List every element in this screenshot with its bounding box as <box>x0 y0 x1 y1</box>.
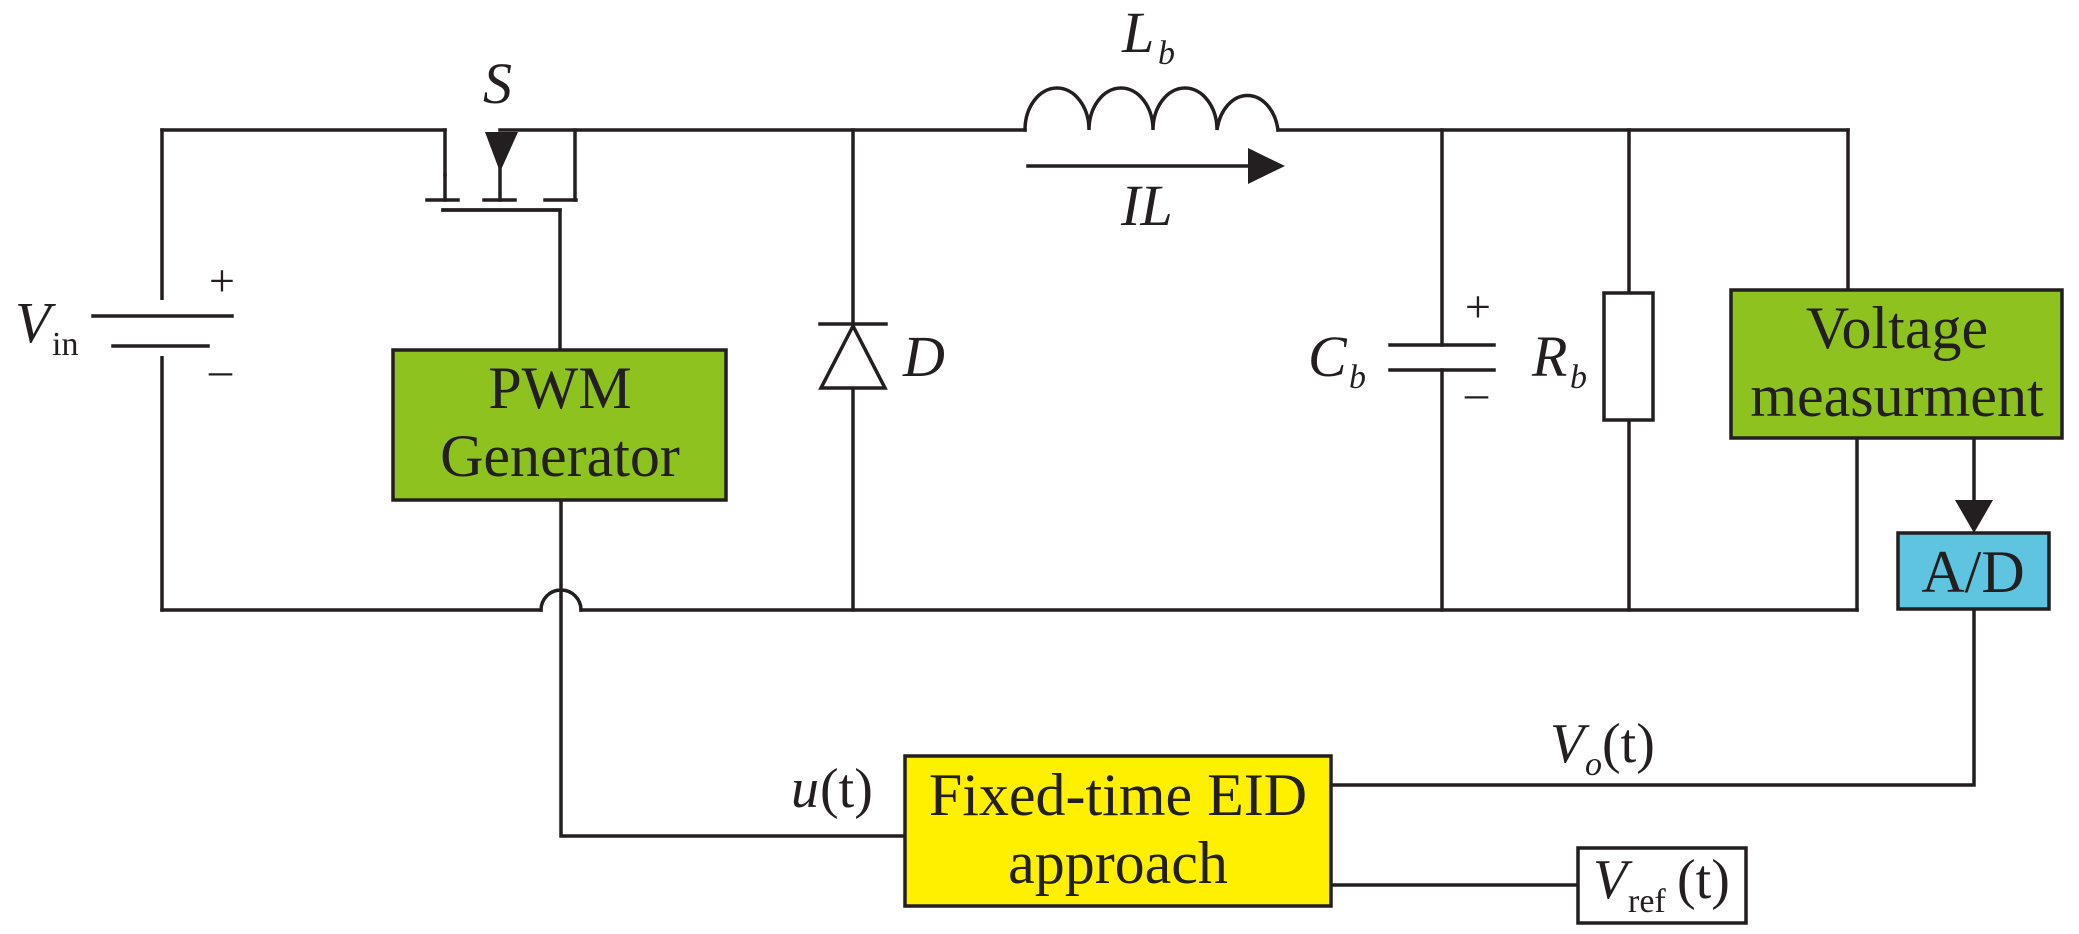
pwm-generator-box <box>391 348 728 502</box>
vref-subscript: ref <box>1628 883 1666 920</box>
capacitor-subscript: b <box>1349 359 1366 396</box>
battery-minus-sign: – <box>208 344 233 395</box>
diode-label: D <box>902 324 945 389</box>
pwm-generator-block: PWM Generator <box>391 348 728 502</box>
inductor-coil <box>1023 86 1280 132</box>
pwm-generator-line1: PWM <box>488 355 631 421</box>
diode-symbol <box>818 322 888 390</box>
vin-label: V <box>15 290 57 355</box>
diode-triangle <box>818 322 888 390</box>
u-signal-argument: (t) <box>820 758 873 820</box>
voltage-measurement-block: Voltage measurment <box>1729 288 2064 440</box>
battery-plus-sign: + <box>209 255 235 306</box>
vref-box <box>1576 846 1748 925</box>
fixed-time-eid-line1: Fixed-time EID <box>929 762 1307 828</box>
inductor-label: L <box>1121 0 1154 65</box>
ad-to-controller-wire <box>1331 608 1976 787</box>
capacitor-minus-sign: – <box>1464 367 1489 418</box>
mosfet-switch <box>425 132 578 212</box>
ad-converter-label: A/D <box>1921 539 2024 605</box>
u-signal-label: u <box>791 758 819 820</box>
capacitor-plus-sign: + <box>1465 281 1491 332</box>
resistor-symbol <box>1602 291 1655 422</box>
resistor-subscript: b <box>1570 359 1587 396</box>
fixed-time-eid-box <box>903 754 1333 908</box>
inductor-subscript: b <box>1158 35 1175 72</box>
vm-to-ad-arrow-icon <box>1955 500 1993 533</box>
battery-symbol <box>91 300 234 356</box>
ad-converter-block: A/D <box>1896 531 2051 611</box>
wire-crossover-hop <box>539 588 583 612</box>
capacitor-label: C <box>1308 324 1348 389</box>
gate-to-pwm-wire <box>441 208 562 352</box>
current-arrow-icon <box>1248 148 1285 184</box>
voltage-measurement-line1: Voltage <box>1806 295 1988 361</box>
voltage-measurement-line2: measurment <box>1750 363 2044 429</box>
vo-signal-argument: (t) <box>1602 713 1655 775</box>
capacitor-symbol <box>1388 343 1496 372</box>
ad-converter-box <box>1896 531 2051 611</box>
fixed-time-eid-line2: approach <box>1008 830 1228 896</box>
mosfet-arrow-icon <box>485 132 518 172</box>
inductor-symbol <box>1023 86 1280 132</box>
vo-signal-subscript: o <box>1585 746 1602 783</box>
vo-signal-label: V <box>1550 713 1590 775</box>
fixed-time-eid-block: Fixed-time EID approach <box>903 754 1333 908</box>
vref-argument: (t) <box>1677 849 1730 911</box>
resistor-label: R <box>1531 324 1567 389</box>
switch-label: S <box>483 51 512 116</box>
circuit-wires <box>160 128 1976 887</box>
pwm-generator-line2: Generator <box>440 423 680 489</box>
vin-subscript: in <box>52 326 78 363</box>
vref-label: V <box>1593 849 1633 911</box>
voltage-measurement-box <box>1729 288 2064 440</box>
current-label: IL <box>1120 173 1173 238</box>
pwm-to-controller-wire <box>559 500 907 838</box>
